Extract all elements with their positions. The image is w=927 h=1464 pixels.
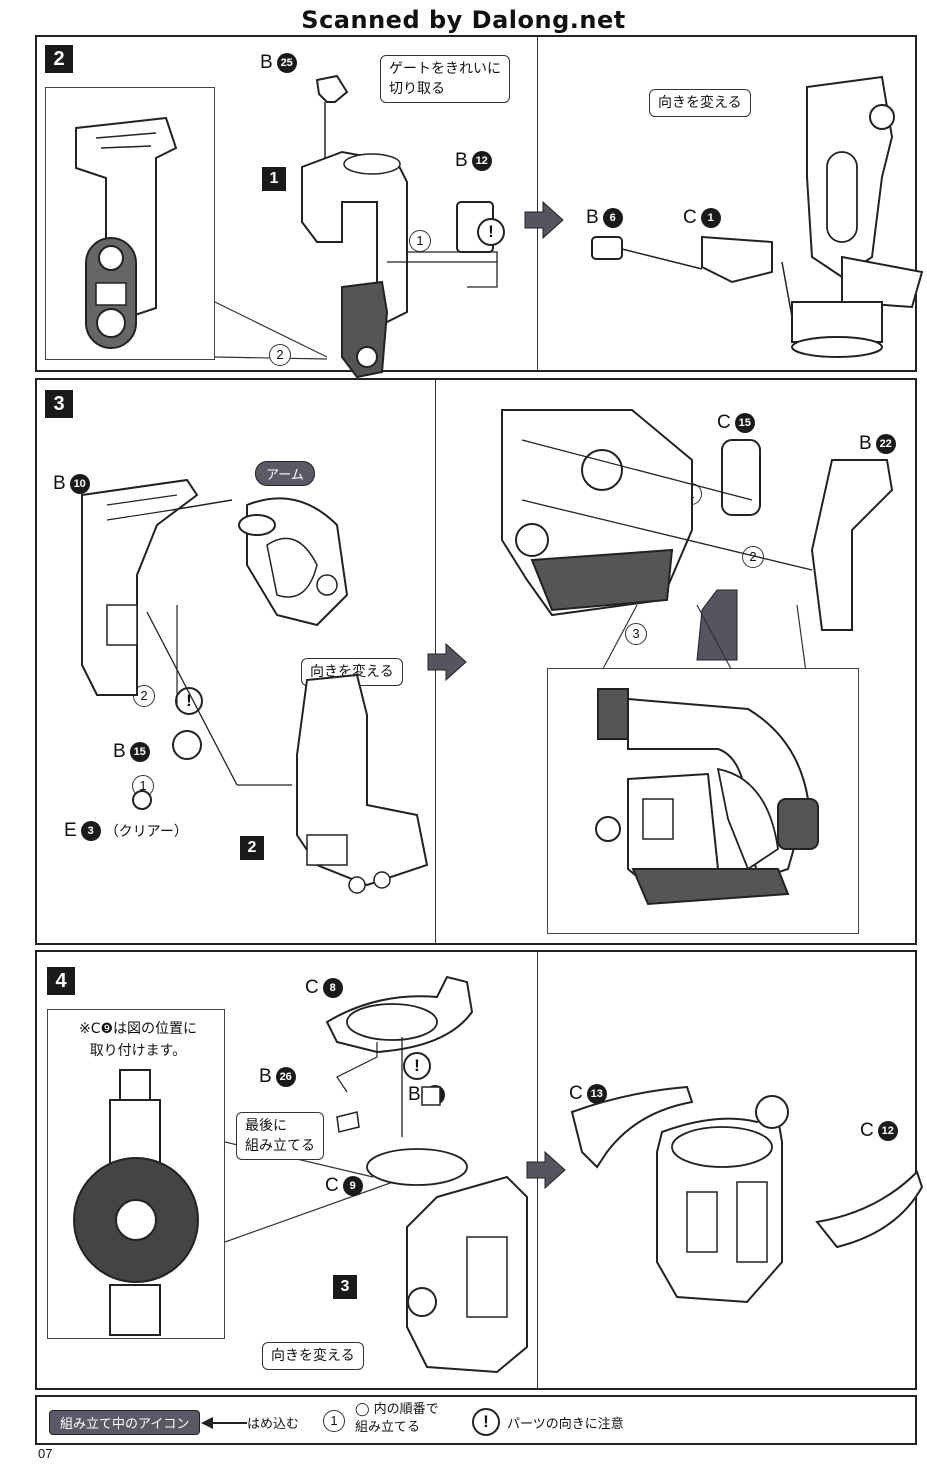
step-2-illustration [301, 74, 498, 379]
detail-illustration [595, 688, 819, 906]
part-label-c15: C 15 [717, 412, 755, 434]
step-4-panel: 4 ※C❾は図の位置に 取り付けます。 C 8 B 26 B 11 C 9 最後… [35, 950, 924, 1390]
step-2-panel: 2 B 25 B 12 B 6 C 1 ゲートをきれいに 切り取る 向きを変える… [35, 35, 924, 379]
order-1: 1 [409, 230, 431, 252]
page-number: 07 [38, 1446, 53, 1461]
warning-icon: ! [477, 218, 505, 246]
part-label-c8: C 8 [305, 977, 343, 999]
order-3: 3 [625, 623, 647, 645]
inset-note: ※C❾は図の位置に 取り付けます。 [78, 1021, 198, 1059]
callout-gate-cut: ゲートをきれいに 切り取る [380, 55, 510, 103]
detail-illustration [75, 116, 178, 349]
legend-insert-label: はめ込む [247, 1417, 300, 1432]
watermark: Scanned by Dalong.net [301, 6, 626, 34]
insert-arrow-icon [201, 1417, 247, 1429]
next-arrow-icon [427, 642, 467, 682]
callout-last: 最後に 組み立てる [236, 1112, 324, 1160]
part-label-b12: B 12 [455, 150, 492, 172]
detail-inset [547, 668, 859, 934]
step-number: 3 [45, 390, 73, 418]
detail-illustration [73, 1069, 199, 1336]
detail-inset: ※C❾は図の位置に 取り付けます。 [47, 1009, 225, 1339]
legend-order-sample: 1 [323, 1410, 345, 1432]
part-label-b26: B 26 [259, 1066, 296, 1088]
step-3-panel: 3 B 10 アーム 向きを変える B 15 E 3 （クリアー） 2 1 ! … [35, 378, 917, 945]
divider [537, 37, 538, 370]
legend-warning-label: パーツの向きに注意 [507, 1417, 624, 1432]
part-label-b25: B 25 [260, 52, 297, 74]
step-2-result-illustration [591, 75, 924, 358]
step-3-result-illustration [501, 409, 894, 661]
sub-step-badge: 1 [262, 167, 286, 191]
legend-title: 組み立て中のアイコン [49, 1410, 201, 1435]
detail-inset [45, 87, 215, 360]
part-label-b15: B 15 [113, 741, 150, 763]
order-2: 2 [742, 546, 764, 568]
callout-rotate: 向きを変える [649, 89, 751, 117]
part-label-b10: B 10 [53, 473, 90, 495]
part-label-b6: B 6 [586, 207, 623, 229]
next-arrow-icon [524, 200, 564, 240]
legend-warning-icon: ! [472, 1408, 500, 1436]
part-label-c13: C 13 [569, 1083, 607, 1105]
step-number: 4 [47, 967, 75, 995]
part-label-c12: C 12 [860, 1120, 898, 1142]
part-label-c1: C 1 [683, 207, 721, 229]
step-4-illustration [325, 975, 528, 1374]
sub-step-badge: 3 [333, 1275, 357, 1299]
step-3-illustration [81, 478, 429, 894]
arm-tag: アーム [255, 461, 315, 486]
part-label-c9: C 9 [325, 1175, 363, 1197]
part-label-b22: B 22 [859, 433, 896, 455]
legend-order-label: ◯ 内の順番で 組み立てる [355, 1402, 439, 1435]
part-label-e3: E 3 （クリアー） [64, 820, 188, 841]
callout-rotate: 向きを変える [262, 1342, 364, 1370]
next-arrow-icon [526, 1150, 566, 1190]
icon-legend: 組み立て中のアイコン はめ込む 1 ◯ 内の順番で 組み立てる ! パーツの向き… [35, 1395, 917, 1445]
step-4-result-illustration [570, 1085, 924, 1304]
sub-step-badge: 2 [240, 836, 264, 860]
step-number: 2 [45, 45, 73, 73]
order-2: 2 [269, 344, 291, 366]
inset-pointer [596, 604, 808, 681]
warning-icon: ! [403, 1052, 431, 1080]
